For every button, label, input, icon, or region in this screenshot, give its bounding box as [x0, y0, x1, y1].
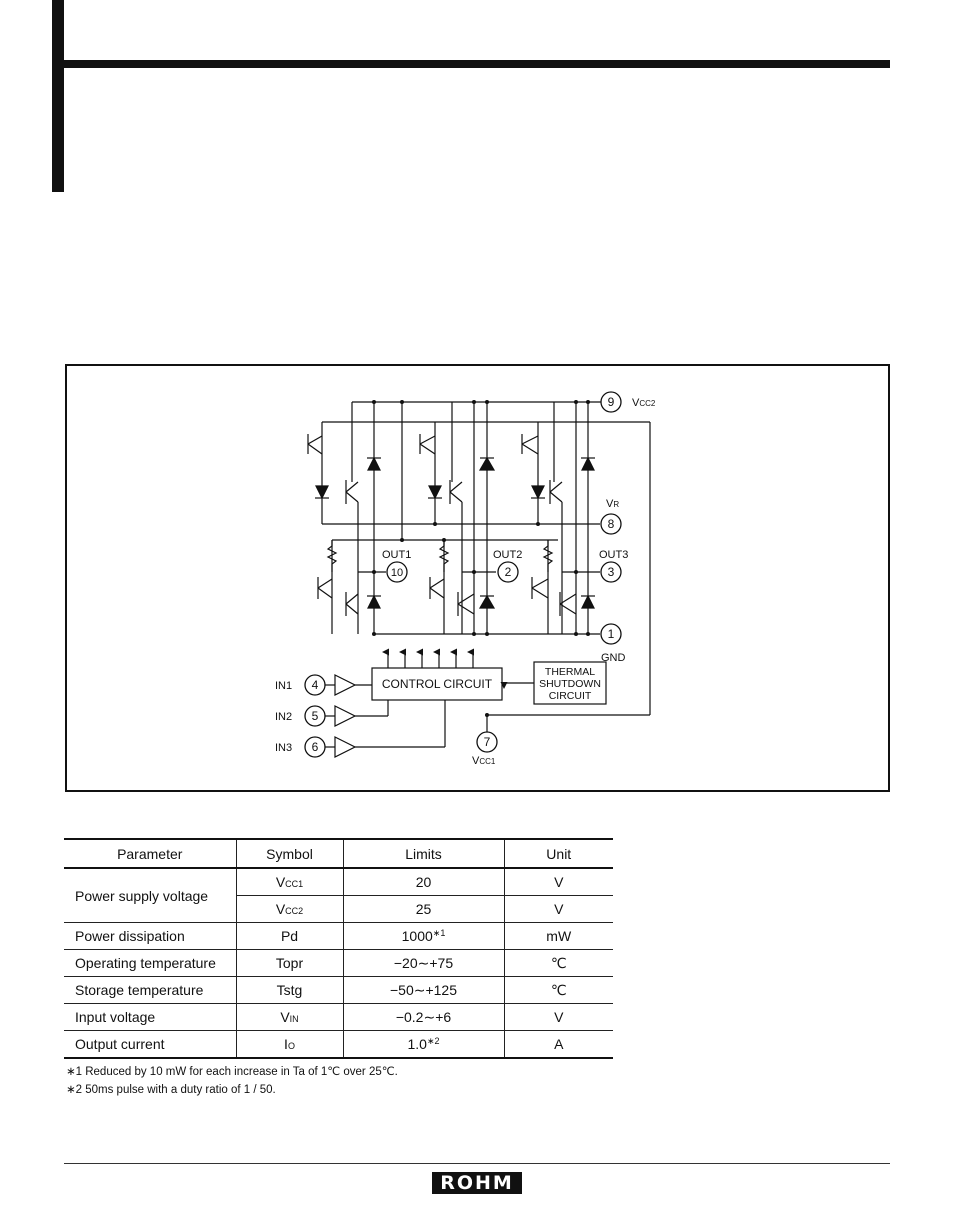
label-vcc1: VCC1 — [472, 755, 496, 767]
limit-cell: −0.2∼+6 — [342, 1003, 504, 1031]
pin-5: 5 — [312, 709, 319, 723]
symbol-cell: Pd — [235, 922, 343, 950]
table-row: Power supply voltage VCC1 20 V — [64, 868, 613, 923]
rohm-logo: ROHM — [432, 1172, 522, 1194]
limit-cell: −20∼+75 — [342, 949, 504, 977]
pin-9: 9 — [608, 395, 615, 409]
label-gnd: GND — [601, 652, 626, 664]
unit-cell: ℃ — [503, 976, 613, 1004]
symbol-cell: Topr — [235, 949, 343, 977]
symbol-cell: VCC2 — [235, 895, 343, 923]
pin-6: 6 — [312, 740, 319, 754]
label-out1: OUT1 — [382, 549, 411, 561]
pin-10: 10 — [391, 567, 403, 579]
header-unit: Unit — [503, 838, 613, 869]
param-cell: Storage temperature — [64, 976, 236, 1004]
label-in2: IN2 — [275, 711, 292, 723]
limit-cell: 20 — [342, 868, 504, 896]
label-out2: OUT2 — [493, 549, 522, 561]
symbol-cell: IO — [235, 1030, 343, 1059]
table-row: Input voltage VIN −0.2∼+6 V — [64, 1003, 613, 1031]
unit-cell: ℃ — [503, 949, 613, 977]
param-cell: Operating temperature — [64, 949, 236, 977]
limit-cell: 25 — [342, 895, 504, 923]
limit-cell: −50∼+125 — [342, 976, 504, 1004]
table-row: Storage temperature Tstg −50∼+125 ℃ — [64, 976, 613, 1004]
unit-cell: V — [503, 895, 613, 923]
label-vcc2: VCC2 — [632, 397, 656, 409]
pin-3: 3 — [608, 565, 615, 579]
pin-1: 1 — [608, 627, 615, 641]
thermal-label-3: CIRCUIT — [549, 690, 592, 702]
unit-cell: A — [503, 1030, 613, 1059]
symbol-cell: Tstg — [235, 976, 343, 1004]
footnote-2: ∗2 50ms pulse with a duty ratio of 1 / 5… — [66, 1084, 276, 1096]
limit-cell: 1.0∗2 — [342, 1030, 504, 1059]
label-out3: OUT3 — [599, 549, 628, 561]
thermal-label-1: THERMAL — [545, 666, 595, 678]
label-in3: IN3 — [275, 742, 292, 754]
block-diagram-svg: 9 8 10 2 3 1 4 5 6 7 VCC2 VR OUT1 OUT2 O… — [275, 391, 656, 767]
footer-divider — [64, 1163, 890, 1164]
unit-cell: V — [503, 868, 613, 896]
table-row: VCC2 25 V — [64, 895, 613, 923]
table-row: Operating temperature Topr −20∼+75 ℃ — [64, 949, 613, 977]
header-parameter: Parameter — [64, 838, 236, 869]
pin-7: 7 — [484, 735, 491, 749]
footnote-1: ∗1 Reduced by 10 mW for each increase in… — [66, 1066, 398, 1078]
header-bar-horizontal — [64, 60, 890, 68]
table-footnotes: ∗1 Reduced by 10 mW for each increase in… — [66, 1063, 398, 1099]
header-bar-vertical — [52, 0, 64, 192]
param-cell: Input voltage — [64, 1003, 236, 1031]
param-cell: Output current — [64, 1030, 236, 1059]
symbol-cell: VCC1 — [235, 868, 343, 896]
pin-8: 8 — [608, 517, 615, 531]
absolute-max-ratings-table: Parameter Symbol Limits Unit Power suppl… — [64, 838, 613, 1059]
unit-cell: mW — [503, 922, 613, 950]
param-cell: Power supply voltage — [64, 868, 236, 923]
unit-cell: V — [503, 1003, 613, 1031]
label-in1: IN1 — [275, 680, 292, 692]
limit-cell: 1000∗1 — [342, 922, 504, 950]
table-row: Power dissipation Pd 1000∗1 mW — [64, 922, 613, 950]
table-header-row: Parameter Symbol Limits Unit — [64, 838, 613, 869]
symbol-cell: VIN — [235, 1003, 343, 1031]
label-vr: VR — [606, 498, 619, 510]
control-circuit-label: CONTROL CIRCUIT — [382, 677, 493, 691]
header-symbol: Symbol — [235, 838, 343, 869]
table-row: Output current IO 1.0∗2 A — [64, 1030, 613, 1059]
pin-4: 4 — [312, 678, 319, 692]
block-diagram: 9 8 10 2 3 1 4 5 6 7 VCC2 VR OUT1 OUT2 O… — [65, 364, 890, 792]
param-cell: Power dissipation — [64, 922, 236, 950]
thermal-label-2: SHUTDOWN — [539, 678, 601, 690]
header-limits: Limits — [342, 838, 504, 869]
pin-2: 2 — [505, 565, 512, 579]
